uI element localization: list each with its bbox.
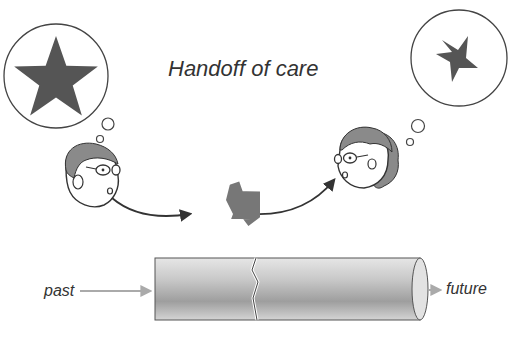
handed-over-star — [199, 186, 252, 237]
thought-bubble-right — [407, 10, 508, 146]
timeline-label: future — [446, 280, 487, 298]
diagram-title: Handoff of care — [168, 56, 318, 81]
continuity-pipe — [80, 258, 440, 320]
clinician-head-left — [65, 143, 120, 207]
handoff-arrow — [112, 198, 190, 216]
handoff-arrow — [254, 180, 334, 214]
clinician-head-right — [335, 127, 399, 188]
thought-bubble-left — [4, 24, 114, 143]
timeline-label: past — [44, 282, 74, 300]
